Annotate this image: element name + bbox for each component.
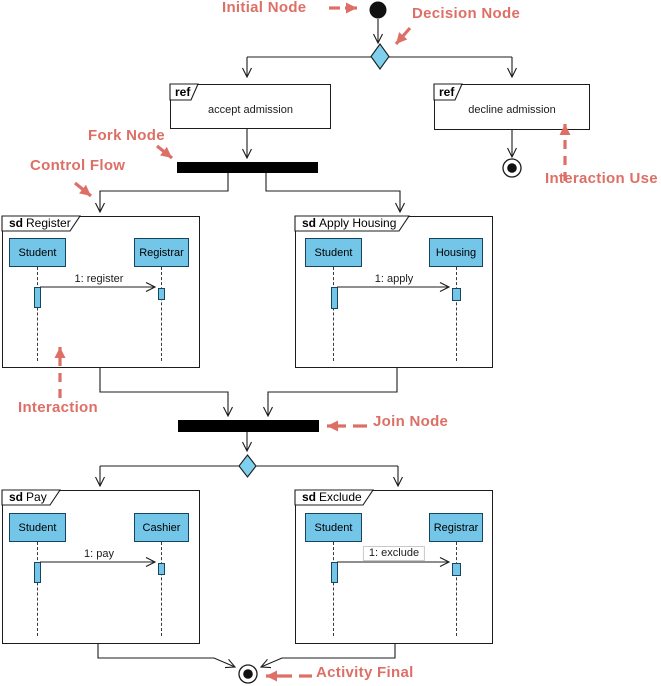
activation-bar: [34, 287, 41, 308]
message-label: 1: pay: [84, 548, 114, 560]
activation-bar: [452, 288, 461, 301]
activation-bar: [34, 562, 41, 583]
lifeline-head: Cashier: [134, 513, 189, 542]
lifeline-head: Registrar: [429, 513, 483, 542]
activation-bar: [331, 562, 338, 583]
ref-keyword: ref: [439, 85, 455, 99]
sd-name: Exclude: [319, 490, 362, 504]
fork-node: [177, 162, 318, 173]
lifeline-name: Student: [18, 246, 57, 259]
lifeline: [456, 542, 457, 636]
sd-keyword: sd: [302, 216, 317, 230]
annotation-control-flow: Control Flow: [30, 157, 126, 174]
lifeline: [333, 267, 334, 361]
flow-apply-housing-to-join: [268, 368, 398, 416]
interaction-use-accept-admission: accept admission: [170, 84, 331, 129]
final-node-decline: [502, 158, 522, 178]
annotation-interaction-use: Interaction Use: [545, 170, 658, 187]
sd-name: Register: [26, 216, 71, 230]
lifeline-head: Housing: [429, 238, 483, 267]
sd-keyword: sd: [9, 490, 24, 504]
flow-fork-to-register: [100, 173, 229, 212]
sd-name: Apply Housing: [319, 216, 397, 230]
lifeline-head: Registrar: [134, 238, 189, 267]
activation-bar: [158, 563, 165, 575]
ref-keyword: ref: [175, 85, 191, 99]
sd-keyword: sd: [302, 490, 317, 504]
control-flow-arrow: [73, 181, 93, 198]
interaction-frame-apply-housing: Student Housing 1: apply: [295, 216, 493, 368]
lifeline: [161, 267, 162, 361]
annotation-join-node: Join Node: [373, 413, 449, 430]
sd-name: Pay: [26, 490, 47, 504]
lifeline-name: Housing: [435, 246, 477, 259]
initial-node: [369, 1, 387, 19]
flow-fork-to-apply-housing: [265, 173, 400, 212]
lifeline-name: Registrar: [139, 246, 184, 259]
message-label: 1: apply: [374, 273, 414, 285]
annotation-fork-node: Fork Node: [88, 127, 165, 144]
lifeline-name: Student: [314, 246, 353, 259]
fork-node-arrow: [156, 144, 173, 160]
lifeline: [456, 267, 457, 361]
sd-keyword: sd: [9, 216, 24, 230]
lifeline: [161, 542, 162, 636]
lifeline: [37, 267, 38, 361]
decision-node-arrow: [394, 26, 412, 46]
decision-node: [370, 43, 390, 70]
lifeline-name: Cashier: [142, 521, 181, 534]
message-label: 1: register: [74, 273, 124, 285]
ref-tag-text: ref: [439, 85, 454, 100]
interaction-use-name: accept admission: [208, 103, 293, 116]
flow-pay-to-activity-final: [97, 644, 235, 667]
activation-bar: [158, 288, 165, 300]
flow-register-to-join: [99, 368, 228, 416]
interaction-frame-pay: Student Cashier 1: pay: [2, 490, 200, 644]
ref-tag-text: ref: [175, 85, 190, 100]
interaction-use-decline-admission: decline admission: [434, 84, 590, 130]
annotation-initial-node: Initial Node: [222, 0, 307, 16]
annotation-activity-final: Activity Final: [316, 664, 414, 681]
interaction-use-name: decline admission: [468, 104, 556, 116]
lifeline-name: Registrar: [433, 521, 479, 534]
lifeline-name: Student: [314, 521, 353, 534]
lifeline-head: Student: [305, 513, 362, 542]
lifeline-name: Student: [18, 521, 57, 534]
annotation-interaction: Interaction: [18, 399, 98, 416]
interaction-frame-exclude: Student Registrar 1: exclude: [295, 490, 493, 644]
interaction-frame-register: Student Registrar 1: register: [2, 216, 200, 368]
activation-bar: [331, 287, 338, 309]
join-node: [178, 420, 319, 432]
lifeline-head: Student: [305, 238, 362, 267]
lifeline-head: Student: [9, 238, 66, 267]
lifeline: [333, 542, 334, 636]
merge-node: [238, 454, 257, 478]
lifeline-head: Student: [9, 513, 66, 542]
lifeline: [37, 542, 38, 636]
message-label: 1: exclude: [362, 546, 426, 561]
activation-bar: [452, 563, 461, 576]
activity-final-node: [238, 664, 258, 684]
annotation-decision-node: Decision Node: [412, 5, 521, 22]
